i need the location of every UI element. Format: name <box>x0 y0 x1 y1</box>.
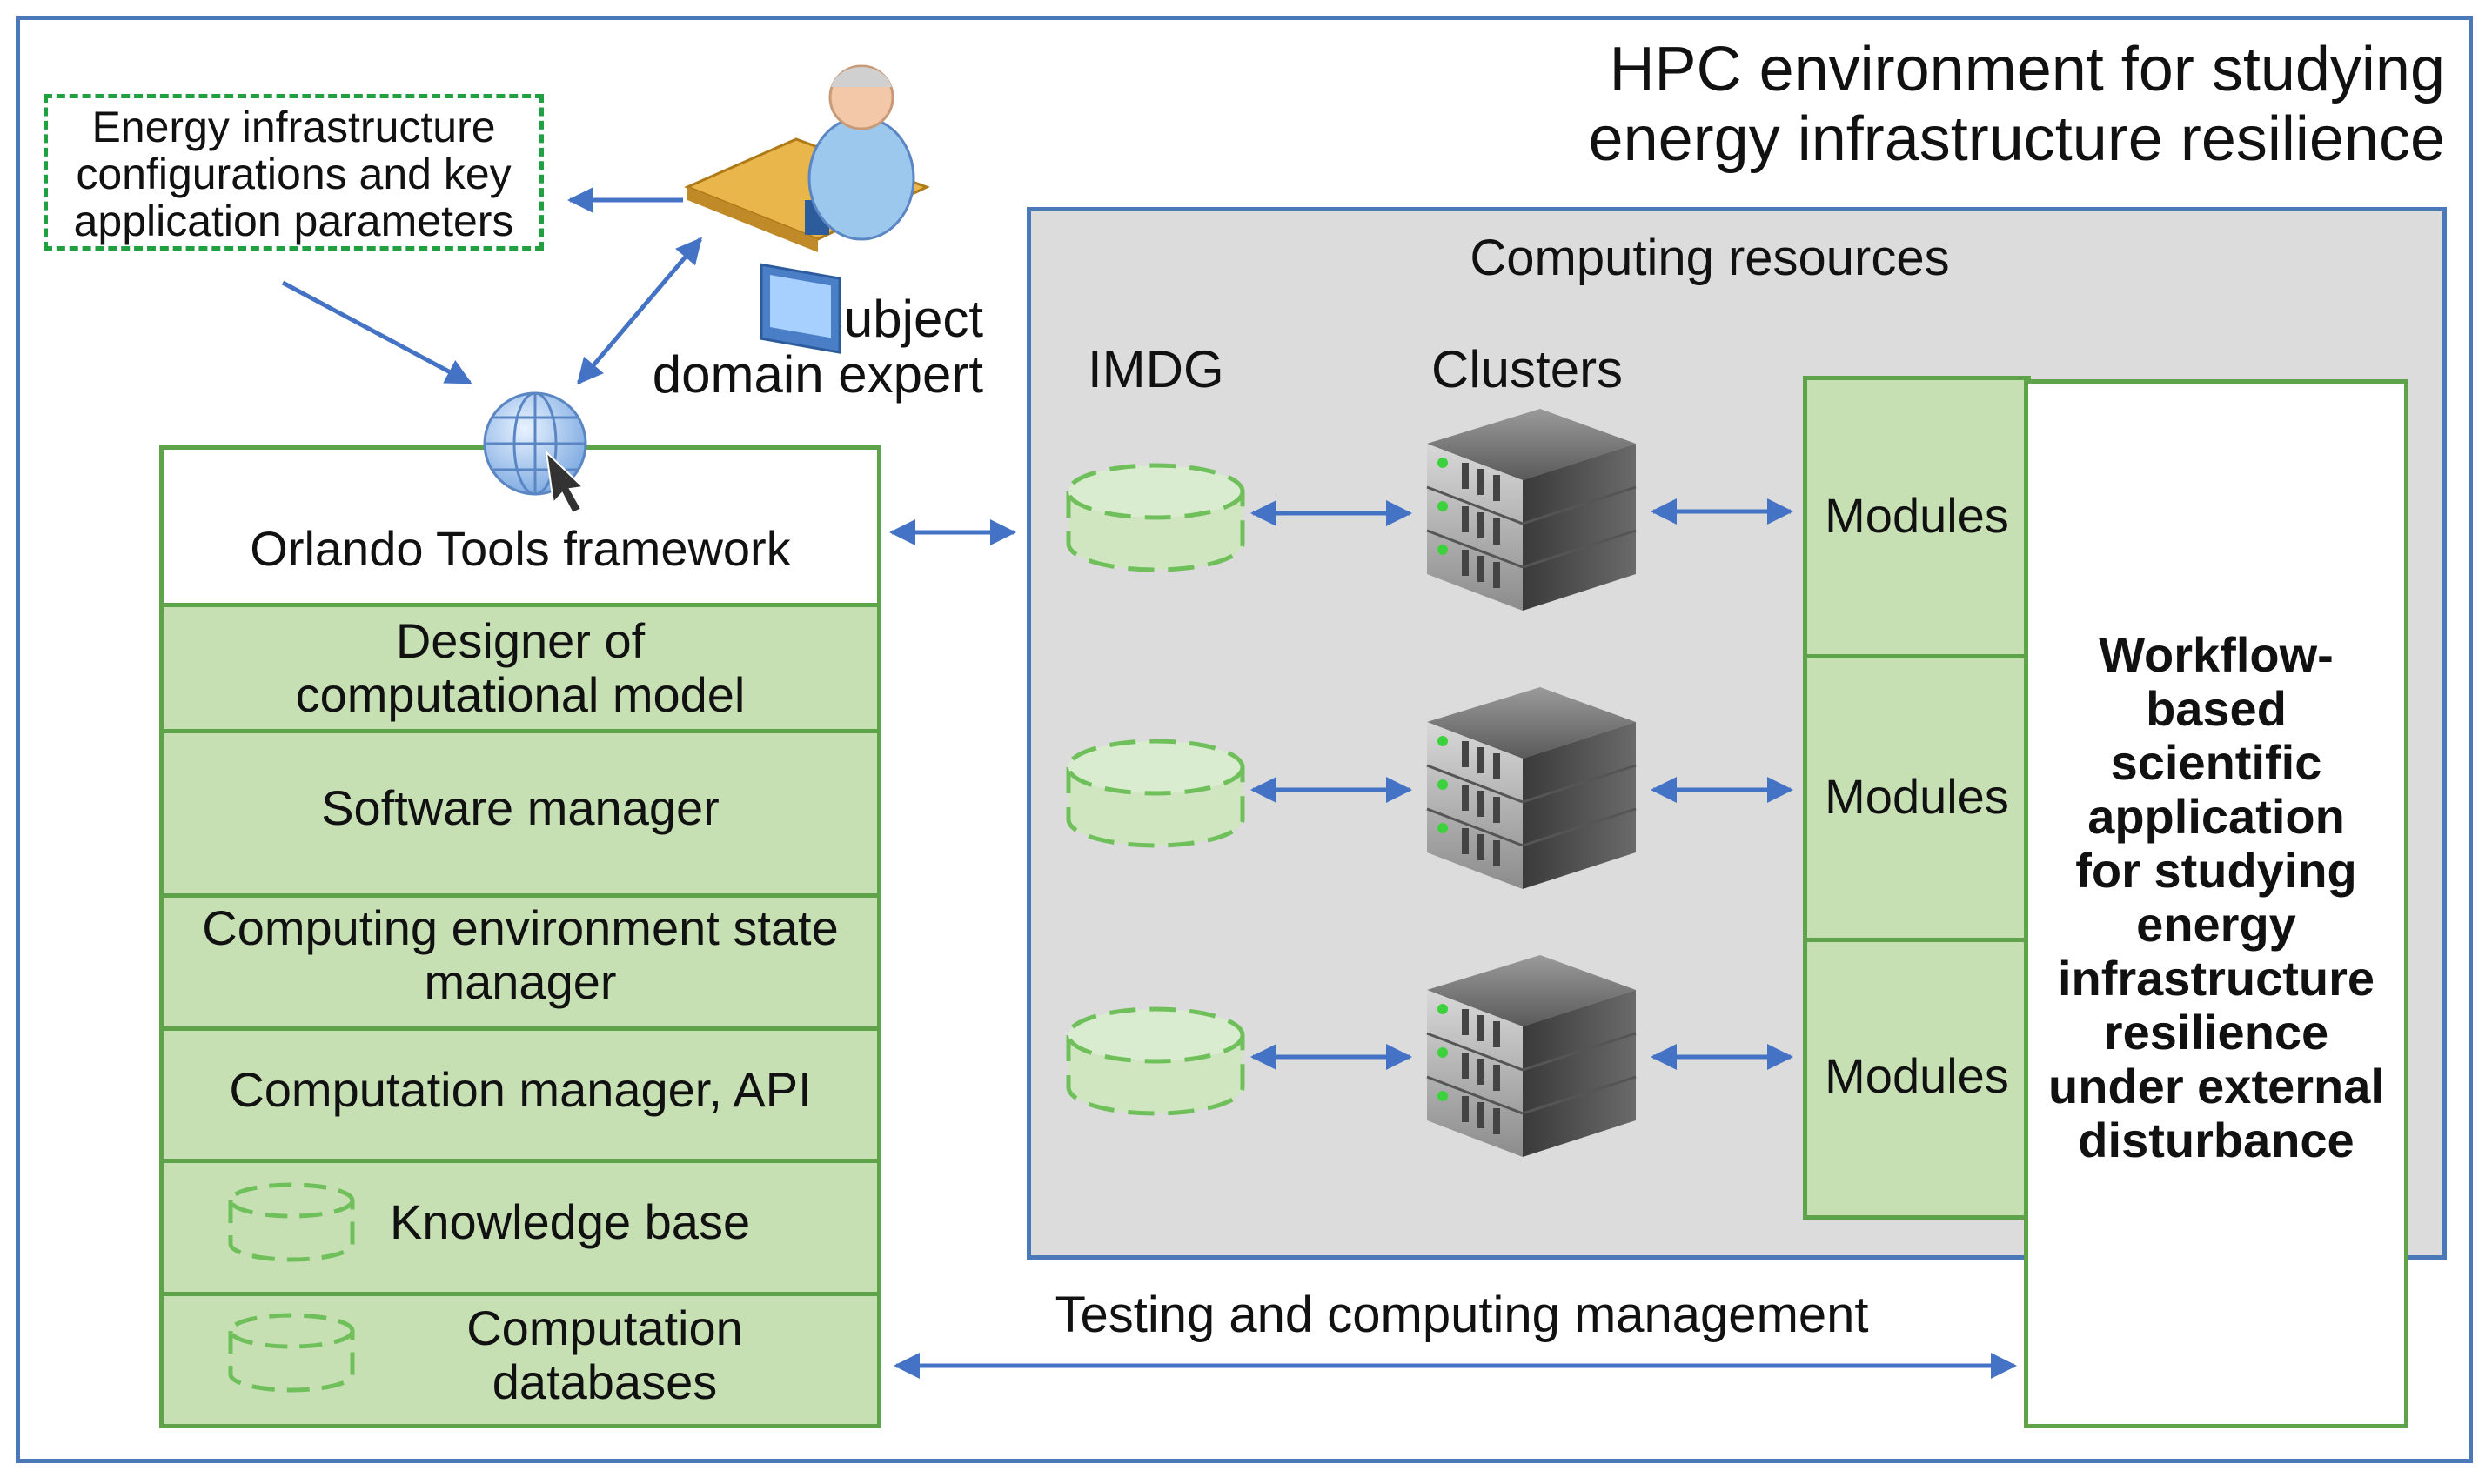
section-line: databases <box>492 1354 718 1409</box>
designer-of-computational-model: Designer of computational model <box>164 614 877 722</box>
hpc-environment-frame <box>16 16 2473 1463</box>
framework-divider <box>159 1026 881 1031</box>
computing-environment-state-manager: Computing environment state manager <box>164 901 877 1009</box>
framework-divider <box>159 729 881 733</box>
config-line-2: configurations and key <box>76 150 512 198</box>
app-line: application <box>2087 789 2345 844</box>
cluster-server-icon <box>1425 953 1638 1159</box>
app-line: energy <box>2136 897 2296 952</box>
config-line-3: application parameters <box>73 197 514 245</box>
framework-divider <box>159 1292 881 1296</box>
modules-column <box>1803 376 2031 1220</box>
cluster-server-icon <box>1425 407 1638 612</box>
section-line: Computation <box>466 1300 743 1355</box>
section-line: Computing environment state <box>202 900 839 955</box>
imdg-database-icon <box>1068 1009 1243 1113</box>
section-line: computational model <box>295 667 746 722</box>
modules-divider <box>1803 938 2031 942</box>
app-line: resilience <box>2103 1005 2329 1060</box>
app-line: for studying <box>2075 843 2357 898</box>
software-manager: Software manager <box>164 781 877 835</box>
computation-databases: Computation databases <box>313 1301 896 1409</box>
imdg-database-icon <box>1068 465 1243 570</box>
framework-divider <box>159 603 881 607</box>
framework-divider <box>159 1159 881 1163</box>
modules-label-3: Modules <box>1825 1048 2009 1103</box>
orlando-tools-framework <box>159 445 881 1428</box>
section-line: Designer of <box>395 613 646 668</box>
framework-title: Orlando Tools framework <box>250 521 791 576</box>
app-line: scientific <box>2110 735 2322 790</box>
modules-label-1: Modules <box>1825 488 2009 543</box>
scientific-application-box <box>2024 379 2408 1428</box>
section-line: Knowledge base <box>390 1194 751 1249</box>
title-line-1: HPC environment for studying <box>1609 35 2445 104</box>
imdg-label: IMDG <box>1088 340 1224 398</box>
diagram-title: HPC environment for studying energy infr… <box>1427 35 2445 174</box>
modules-label-2: Modules <box>1825 769 2009 824</box>
framework-divider <box>159 893 881 898</box>
section-line: Software manager <box>321 780 720 835</box>
testing-and-computing-management-label: Testing and computing management <box>1055 1287 1869 1343</box>
cluster-server-icon <box>1425 685 1638 891</box>
config-to-framework-arrow <box>281 280 472 385</box>
imdg-database-icon <box>1068 741 1243 846</box>
app-line: Workflow- <box>2099 627 2334 682</box>
modules-divider <box>1803 654 2031 658</box>
app-line: infrastructure <box>2057 951 2375 1006</box>
app-line: under external <box>2048 1059 2384 1113</box>
computation-manager-api: Computation manager, API <box>164 1063 877 1117</box>
app-line: based <box>2146 681 2287 736</box>
section-line: manager <box>424 954 617 1009</box>
computation-db-icon <box>231 1315 352 1390</box>
app-line: disturbance <box>2078 1113 2355 1167</box>
knowledge-base-db-icon <box>231 1185 352 1260</box>
expert-framework-arrow <box>577 237 702 385</box>
clusters-label: Clusters <box>1431 340 1624 398</box>
scientific-application-text: Workflow- based scientific application f… <box>2028 628 2404 1167</box>
globe-icon <box>483 391 587 515</box>
section-line: Computation manager, API <box>229 1062 812 1117</box>
knowledge-base: Knowledge base <box>390 1195 842 1249</box>
computing-resources-title: Computing resources <box>1470 230 1950 286</box>
configurations-box: Energy infrastructure configurations and… <box>44 94 544 251</box>
title-line-2: energy infrastructure resilience <box>1588 104 2445 174</box>
expert-line-2: domain expert <box>652 345 983 404</box>
config-line-1: Energy infrastructure <box>91 103 496 151</box>
subject-expert-icon <box>684 64 930 354</box>
